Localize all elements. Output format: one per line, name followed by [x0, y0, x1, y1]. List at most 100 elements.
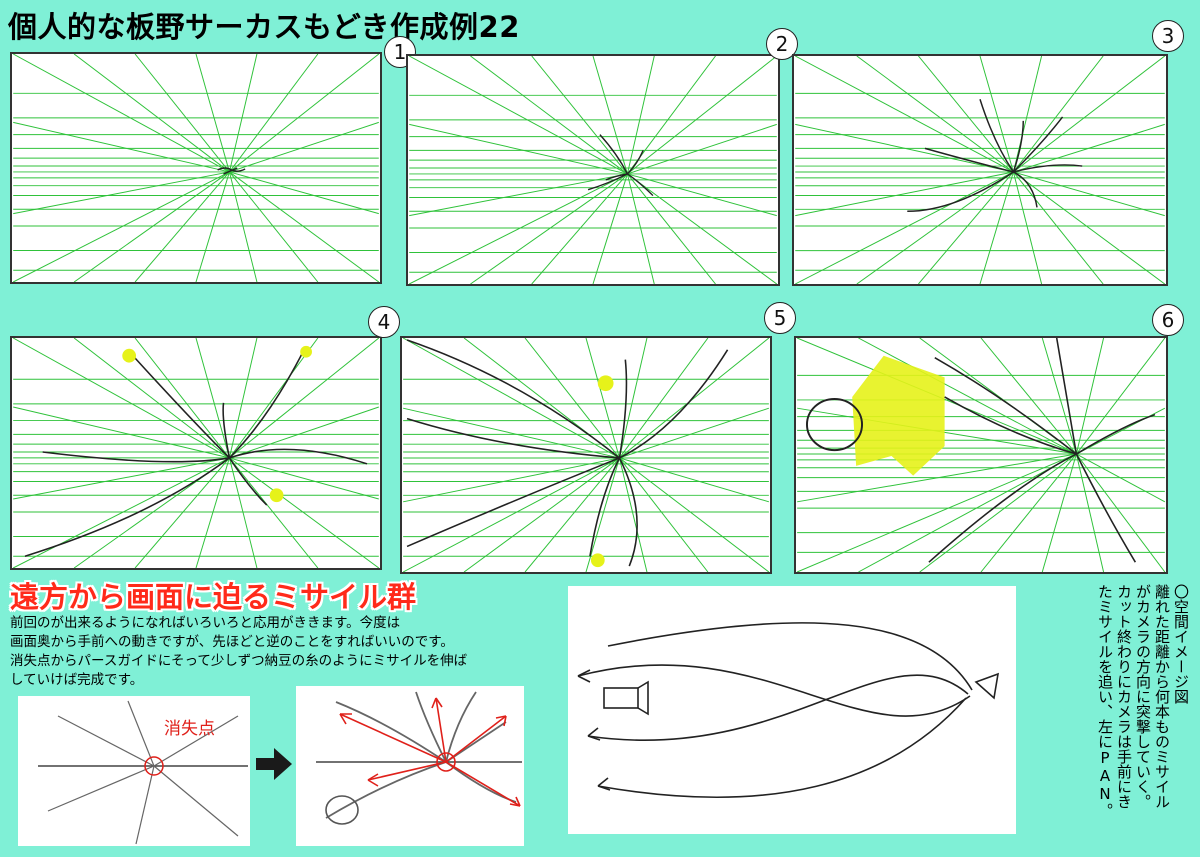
guide-line: [626, 56, 655, 175]
guide-line: [13, 171, 230, 215]
vanishing-point-diagram: 消失点: [18, 696, 250, 846]
guide-line: [585, 457, 620, 572]
missile-sketch: [907, 99, 1083, 213]
guide-line: [403, 457, 620, 503]
storyboard-panel-6: [794, 336, 1168, 574]
guide-line: [73, 171, 230, 282]
note-line: カット終わりにカメラは手前にき: [1115, 584, 1133, 809]
guide-line: [918, 56, 1014, 173]
missile-sketch: [406, 339, 729, 568]
guide-line: [627, 173, 778, 284]
spatial-image-diagram: [568, 586, 1016, 834]
guide-line: [229, 171, 319, 282]
note-line: たミサイルを追い、左にPAN。: [1096, 584, 1114, 818]
perspective-guide: [408, 56, 778, 284]
panel-number-4: 4: [368, 306, 400, 338]
perspective-guide: [795, 56, 1166, 284]
storyboard-panel-3: [792, 54, 1168, 286]
missile-trajectory-diagram: [296, 686, 524, 846]
guide-line: [195, 338, 230, 459]
guide-line: [229, 338, 319, 459]
guide-line: [1012, 56, 1043, 173]
perspective-guide: [12, 54, 380, 282]
guide-line: [229, 406, 379, 459]
guide-line: [531, 56, 628, 175]
panel-number-3: 3: [1152, 20, 1184, 52]
guide-line: [627, 173, 716, 284]
guide-line: [228, 171, 258, 282]
guide-line: [12, 338, 230, 459]
guide-line: [619, 457, 709, 572]
explanation-line: していけば完成です。: [10, 672, 144, 688]
vanishing-point-label: 消失点: [164, 719, 215, 739]
guide-line: [979, 171, 1014, 284]
guide-line: [229, 54, 380, 173]
guide-line: [13, 406, 230, 459]
guide-line: [795, 56, 1014, 173]
guide-line: [73, 338, 230, 459]
guide-line: [1013, 56, 1166, 173]
guide-line: [228, 457, 258, 568]
guide-line: [195, 54, 230, 173]
guide-line: [195, 457, 230, 568]
guide-line: [470, 173, 628, 284]
spatial-image-note: 〇空間イメージ図 離れた距離から何本ものミサイル がカメラの方向に突撃していく。…: [1030, 584, 1190, 849]
guide-line: [228, 338, 258, 459]
guide-line: [531, 173, 628, 284]
explanation-text: 前回のが出来るようになればいろいろと応用がききます。今度は 画面奥から手前への動…: [10, 614, 550, 690]
guide-line: [918, 171, 1014, 284]
guide-line: [229, 338, 380, 459]
guide-line: [626, 173, 655, 284]
explanation-line: 消失点からパースガイドにそって少しずつ納豆の糸のようにミサイルを伸ば: [10, 653, 468, 669]
section-headline: 遠方から画面に迫るミサイル群: [10, 580, 417, 614]
guide-line: [979, 56, 1014, 173]
panel-number-5: 5: [764, 302, 796, 334]
guide-line: [12, 54, 230, 173]
guide-line: [1075, 338, 1166, 455]
guide-line: [524, 457, 620, 572]
guide-line: [1013, 171, 1165, 217]
guide-line: [627, 56, 716, 175]
guide-line: [627, 173, 777, 217]
guide-line: [856, 56, 1014, 173]
page-title: 個人的な板野サーカスもどき作成例22: [8, 10, 520, 44]
missile-sketch: [217, 167, 246, 175]
guide-line: [73, 54, 230, 173]
perspective-guide: [12, 338, 380, 568]
guide-line: [402, 457, 620, 572]
guide-line: [619, 338, 770, 459]
storyboard-panel-1: [10, 52, 382, 284]
guide-line: [627, 123, 777, 175]
guide-line: [619, 457, 770, 503]
storyboard-panel-5: [400, 336, 772, 574]
guide-line: [229, 457, 380, 568]
guide-line: [795, 171, 1014, 284]
guide-line: [229, 54, 319, 173]
missile-sketch: [805, 338, 1156, 563]
guide-line: [470, 56, 628, 175]
guide-line: [463, 457, 620, 572]
guide-line: [409, 173, 628, 284]
storyboard-panel-4: [10, 336, 382, 570]
guide-line: [1012, 171, 1043, 284]
guide-line: [403, 407, 620, 459]
guide-line: [134, 338, 230, 459]
guide-line: [524, 338, 620, 459]
arrow-right-icon: [256, 748, 292, 780]
storyboard-panel-2: [406, 54, 780, 286]
missile-trajectory-sketch: [316, 691, 522, 825]
guide-line: [134, 457, 230, 568]
guide-line: [402, 338, 620, 459]
guide-line: [627, 56, 778, 175]
guide-line: [195, 171, 230, 282]
guide-line: [618, 457, 648, 572]
note-line: 〇空間イメージ図: [1172, 584, 1190, 704]
guide-line: [856, 171, 1014, 284]
guide-line: [229, 121, 379, 173]
guide-line: [619, 457, 770, 572]
guide-line: [592, 173, 628, 284]
guide-line: [408, 56, 628, 175]
guide-line: [409, 173, 628, 217]
guide-line: [619, 407, 770, 459]
panel-number-6: 6: [1152, 304, 1184, 336]
